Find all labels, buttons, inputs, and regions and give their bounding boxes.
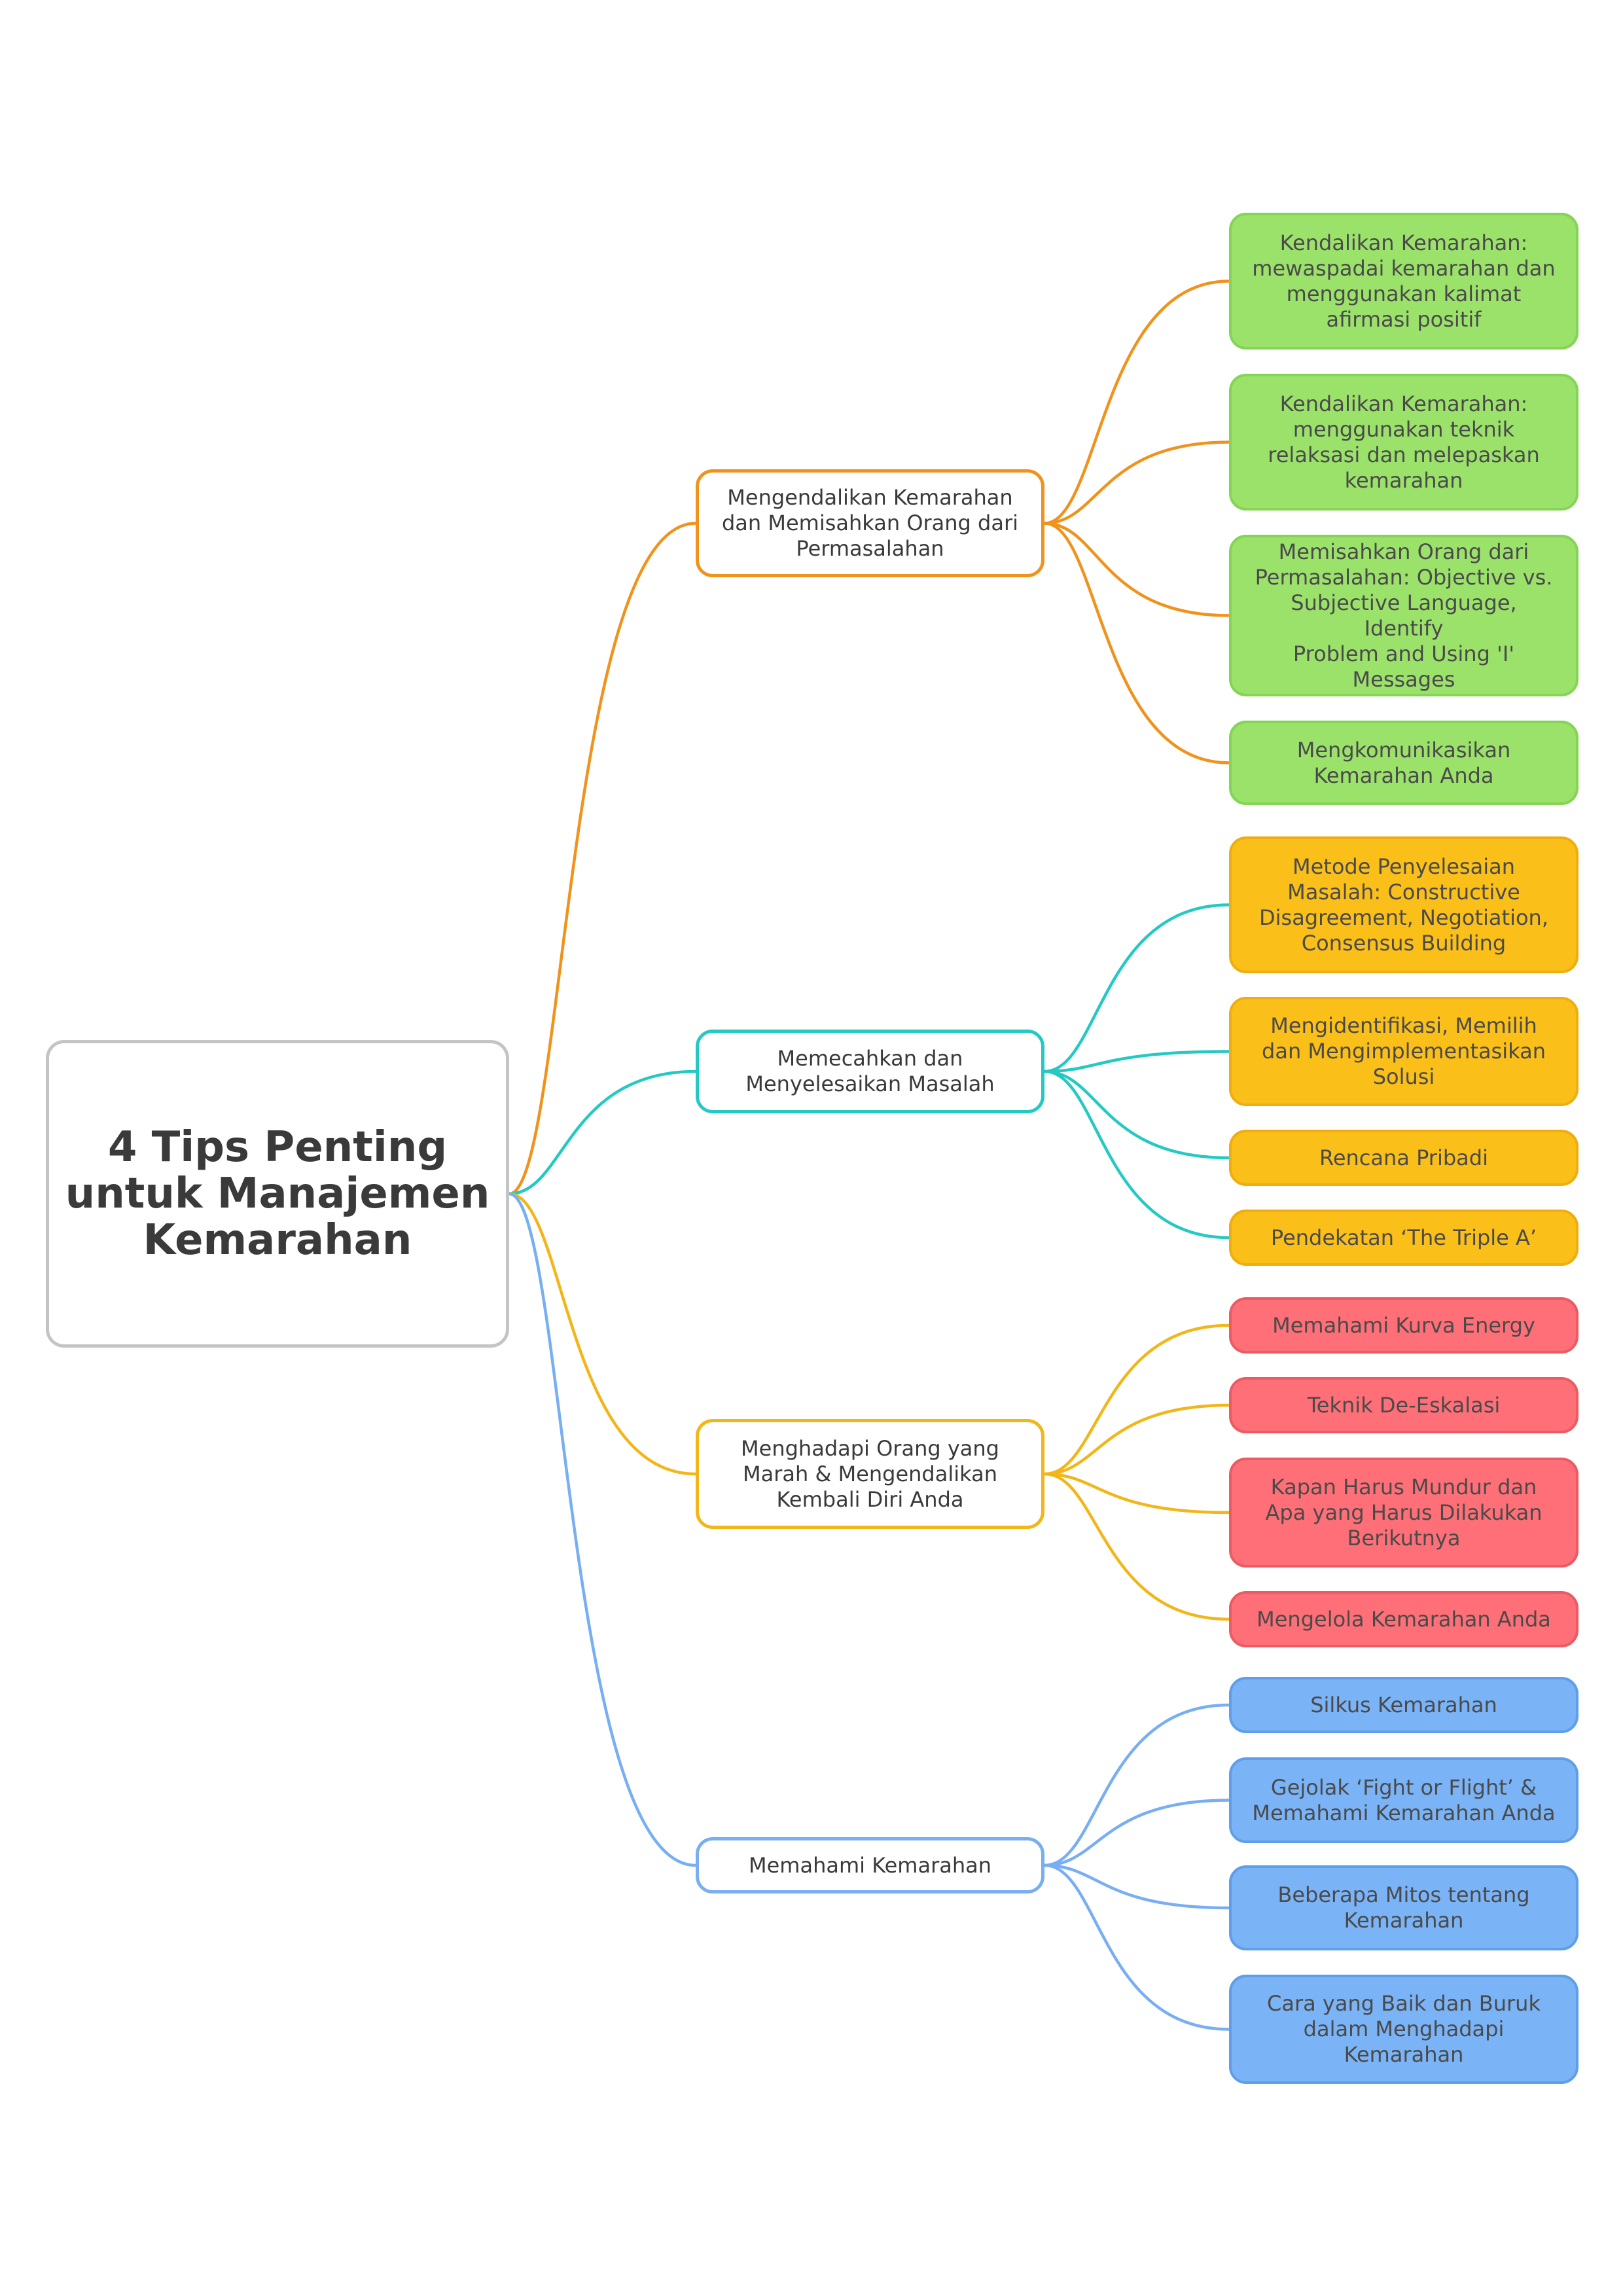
- branch-topic-memahami-kemarahan[interactable]: Memahami Kemarahan: [696, 1837, 1044, 1893]
- subtopic-mengelola-kemarahan[interactable]: Mengelola Kemarahan Anda: [1229, 1591, 1578, 1647]
- subtopic-mengidentifikasi-solusi[interactable]: Mengidentifikasi, Memilih dan Mengimplem…: [1229, 997, 1578, 1106]
- branch-topic-menghadapi-orang-marah[interactable]: Menghadapi Orang yang Marah & Mengendali…: [696, 1419, 1044, 1529]
- branch-to-subtopic-connector: [1044, 1703, 1230, 1867]
- subtopic-rencana-pribadi[interactable]: Rencana Pribadi: [1229, 1130, 1578, 1186]
- branch-to-subtopic-connector: [1044, 522, 1230, 617]
- root-to-branch-connector: [508, 1192, 696, 1867]
- subtopic-siklus-kemarahan[interactable]: Silkus Kemarahan: [1229, 1677, 1578, 1733]
- subtopic-kapan-harus-mundur[interactable]: Kapan Harus Mundur dan Apa yang Harus Di…: [1229, 1458, 1578, 1568]
- branch-to-subtopic-connector: [1044, 279, 1230, 525]
- subtopic-mitos-kemarahan[interactable]: Beberapa Mitos tentang Kemarahan: [1229, 1865, 1578, 1950]
- branch-to-subtopic-connector: [1044, 1069, 1230, 1160]
- branch-to-subtopic-connector: [1044, 1323, 1230, 1476]
- branch-to-subtopic-connector: [1044, 903, 1230, 1073]
- branch-to-subtopic-connector: [1044, 1069, 1230, 1240]
- branch-to-subtopic-connector: [1044, 1863, 1230, 1910]
- branch-topic-memecahkan-masalah[interactable]: Memecahkan dan Menyelesaikan Masalah: [696, 1030, 1044, 1113]
- branch-to-subtopic-connector: [1044, 1403, 1230, 1476]
- subtopic-memisahkan-orang[interactable]: Memisahkan Orang dari Permasalahan: Obje…: [1229, 535, 1578, 696]
- branch-to-subtopic-connector: [1044, 440, 1230, 525]
- branch-to-subtopic-connector: [1044, 522, 1230, 764]
- central-topic[interactable]: 4 Tips Penting untuk Manajemen Kemarahan: [46, 1040, 509, 1348]
- branch-topic-mengendalikan-kemarahan[interactable]: Mengendalikan Kemarahan dan Memisahkan O…: [696, 469, 1044, 577]
- branch-to-subtopic-connector: [1044, 1799, 1230, 1867]
- subtopic-triple-a[interactable]: Pendekatan ‘The Triple A’: [1229, 1210, 1578, 1266]
- branch-to-subtopic-connector: [1044, 1050, 1230, 1073]
- subtopic-kendalikan-kemarahan-afirmasi[interactable]: Kendalikan Kemarahan: mewaspadai kemarah…: [1229, 213, 1578, 350]
- branch-to-subtopic-connector: [1044, 1863, 1230, 2031]
- branch-to-subtopic-connector: [1044, 1472, 1230, 1621]
- subtopic-fight-or-flight[interactable]: Gejolak ‘Fight or Flight’ & Memahami Kem…: [1229, 1757, 1578, 1843]
- branch-to-subtopic-connector: [1044, 1472, 1230, 1515]
- subtopic-metode-penyelesaian[interactable]: Metode Penyelesaian Masalah: Constructiv…: [1229, 836, 1578, 973]
- subtopic-cara-baik-buruk[interactable]: Cara yang Baik dan Buruk dalam Menghadap…: [1229, 1975, 1578, 2084]
- subtopic-de-eskalasi[interactable]: Teknik De-Eskalasi: [1229, 1377, 1578, 1433]
- root-to-branch-connector: [508, 522, 696, 1196]
- subtopic-mengkomunikasikan-kemarahan[interactable]: Mengkomunikasikan Kemarahan Anda: [1229, 721, 1578, 805]
- subtopic-kendalikan-kemarahan-relaksasi[interactable]: Kendalikan Kemarahan: menggunakan teknik…: [1229, 374, 1578, 511]
- subtopic-kurva-energy[interactable]: Memahami Kurva Energy: [1229, 1297, 1578, 1354]
- root-to-branch-connector: [508, 1069, 696, 1196]
- root-to-branch-connector: [508, 1192, 696, 1476]
